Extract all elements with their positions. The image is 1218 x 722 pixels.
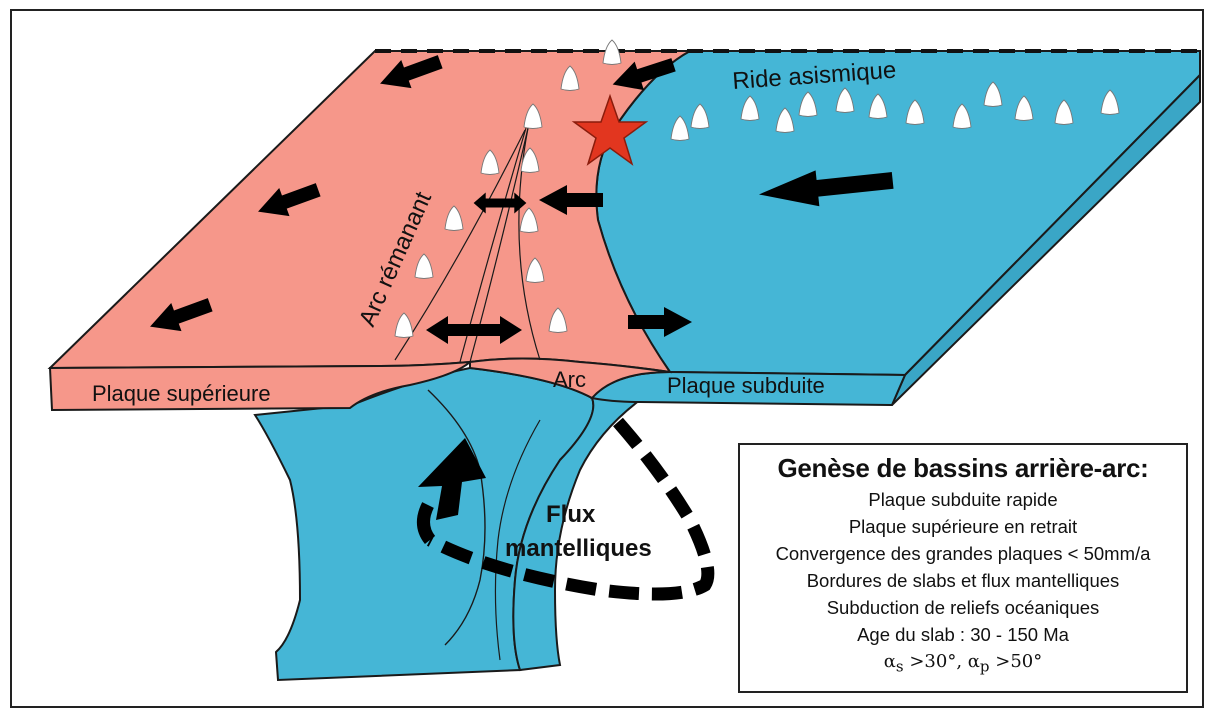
subscript-p: p	[980, 658, 990, 676]
alpha-symbol: α	[968, 651, 980, 672]
subscript-s: s	[896, 658, 904, 676]
label-mantle-flow-1: Flux	[546, 501, 596, 528]
legend-dip-angles: αs >30°, αp >50°	[740, 648, 1186, 681]
alpha-symbol: α	[884, 651, 896, 672]
legend-item: Age du slab : 30 - 150 Ma	[740, 621, 1186, 648]
upper-plate	[50, 51, 690, 410]
legend-item: Subduction de reliefs océaniques	[740, 594, 1186, 621]
label-upper-plate: Plaque supérieure	[92, 381, 271, 406]
label-mantle-flow-2: mantelliques	[505, 535, 652, 562]
label-subducted-plate: Plaque subduite	[667, 373, 825, 398]
legend-item: Convergence des grandes plaques < 50mm/a	[740, 540, 1186, 567]
angle-s-value: >30°,	[904, 651, 968, 672]
legend-item: Bordures de slabs et flux mantelliques	[740, 567, 1186, 594]
legend-box: Genèse de bassins arrière-arc: Plaque su…	[738, 443, 1188, 693]
legend-title: Genèse de bassins arrière-arc:	[740, 453, 1186, 484]
angle-p-value: >50°	[990, 651, 1043, 672]
legend-item: Plaque subduite rapide	[740, 486, 1186, 513]
label-arc: Arc	[553, 367, 586, 392]
volcano-icon	[603, 40, 621, 65]
legend-item: Plaque supérieure en retrait	[740, 513, 1186, 540]
